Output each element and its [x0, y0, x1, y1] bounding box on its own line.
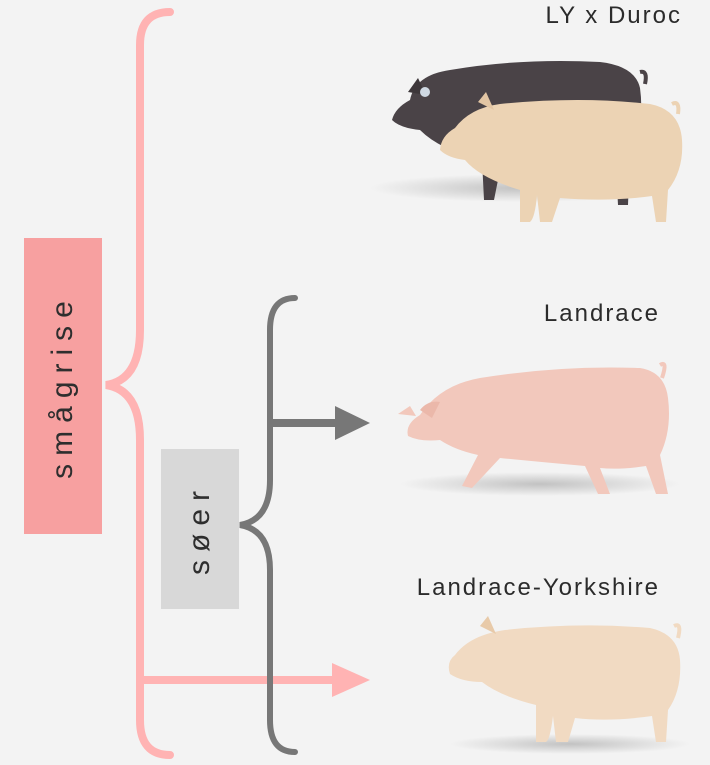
piglets-group-box: smågrise	[24, 238, 102, 534]
sows-group-box: søer	[161, 449, 239, 609]
sows-group-label: søer	[183, 483, 217, 575]
pig-landrace-icon	[398, 364, 680, 496]
piglet-arrow-head	[332, 663, 370, 697]
piglets-group-label: smågrise	[46, 293, 80, 479]
pig-landrace-yorkshire-icon	[449, 616, 690, 754]
sow-arrow-head	[335, 406, 370, 440]
pig-crossbreed-pair-icon	[370, 61, 682, 222]
breed-label-top: LY x Duroc	[546, 2, 683, 30]
piglet-brace	[106, 12, 170, 755]
breed-label-bottom: Landrace-Yorkshire	[417, 574, 660, 602]
breed-label-middle: Landrace	[544, 300, 660, 328]
